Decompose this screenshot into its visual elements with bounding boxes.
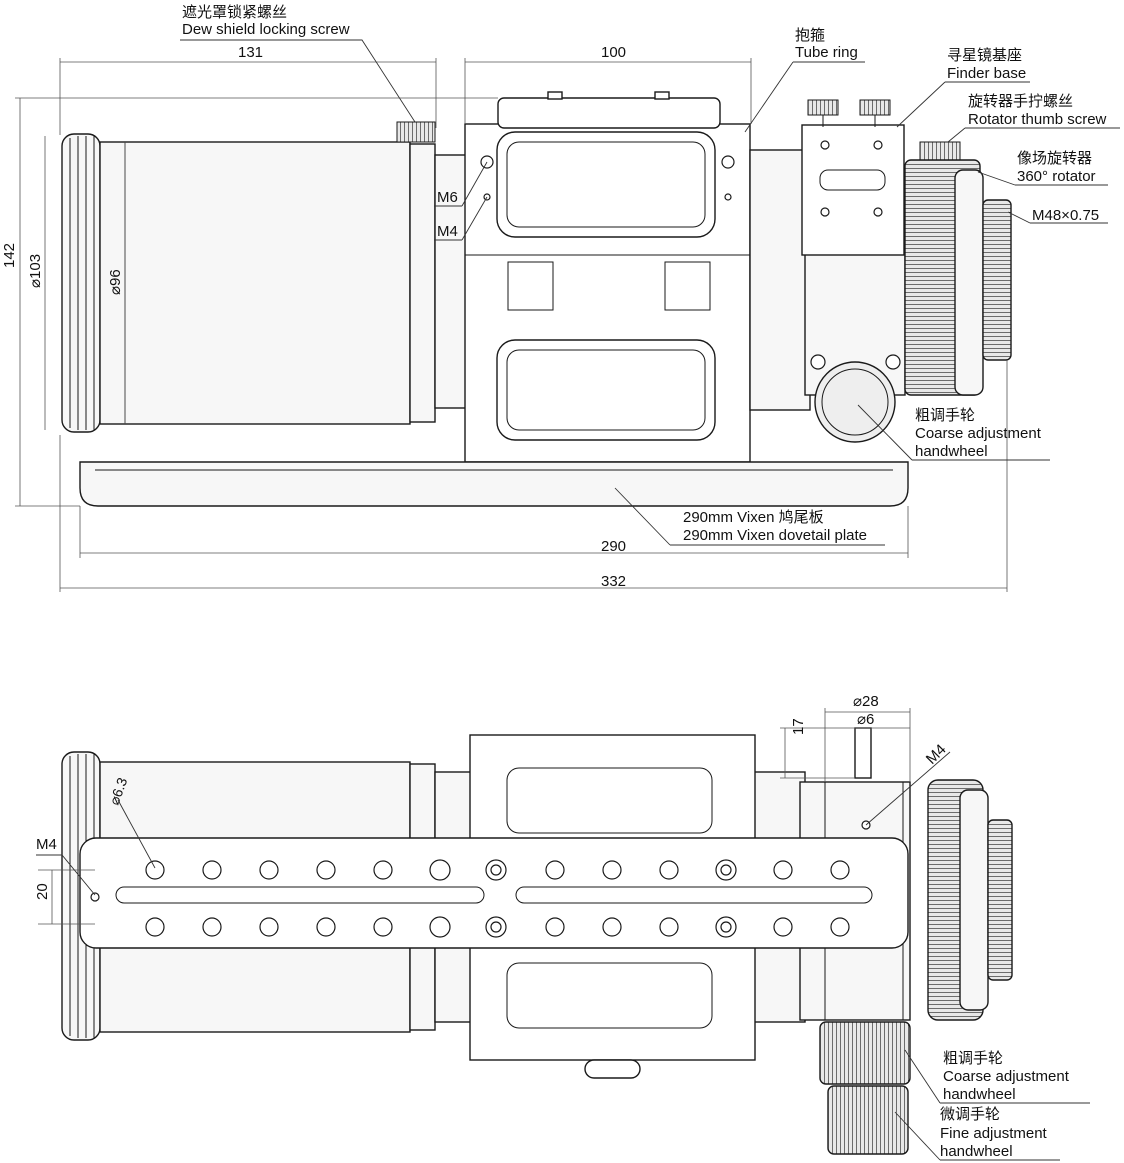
- m48-thread: [982, 199, 1012, 361]
- side-view: [15, 39, 1120, 592]
- dovetail-plate: [79, 461, 909, 507]
- mounting-hole: [373, 860, 393, 880]
- fine-label-cn: 微调手轮: [940, 1106, 1000, 1123]
- fine-label-en1: Fine adjustment: [940, 1125, 1048, 1142]
- mounting-hole: [429, 916, 451, 938]
- dim-131: 131: [238, 44, 263, 61]
- dovetail-plate-bottom: [79, 837, 909, 949]
- dim-17: 17: [790, 718, 807, 735]
- screw-head: [490, 864, 502, 876]
- tube-ring-label-cn: 抱箍: [795, 27, 825, 44]
- mounting-hole: [830, 917, 850, 937]
- rotator-screw-label-cn: 旋转器手拧螺丝: [968, 93, 1073, 110]
- finder-base: [801, 99, 905, 256]
- dim-dia6: ⌀6: [857, 711, 874, 728]
- labels: 遮光罩锁紧螺丝 Dew shield locking screw 抱箍 Tube…: [1, 4, 1107, 1160]
- dim-20: 20: [34, 883, 51, 900]
- dim-dia96: ⌀96: [107, 269, 124, 295]
- finder-base-label-en: Finder base: [947, 65, 1026, 82]
- m6-label: M6: [437, 189, 458, 206]
- dew-shield-screw-label-en: Dew shield locking screw: [182, 21, 350, 38]
- screw-head: [490, 921, 502, 933]
- dovetail-label-cn: 290mm Vixen 鸠尾板: [683, 508, 824, 526]
- mounting-hole: [373, 917, 393, 937]
- coarse2-label-en2: handwheel: [943, 1086, 1016, 1103]
- tube-ring: [464, 91, 751, 463]
- mounting-hole: [545, 860, 565, 880]
- tube-ring-label-en: Tube ring: [795, 44, 858, 61]
- mounting-hole: [773, 860, 793, 880]
- screw-head: [720, 921, 732, 933]
- dim-290: 290: [601, 538, 626, 555]
- coarse-handwheel-bottom: [819, 1021, 911, 1085]
- mounting-hole: [602, 860, 622, 880]
- dew-shield-screw: [396, 121, 436, 143]
- bottom-view: [36, 708, 1090, 1161]
- mounting-hole: [830, 860, 850, 880]
- m4-bottom-left-label: M4: [36, 836, 57, 853]
- mounting-hole: [202, 917, 222, 937]
- coarse-label-en2: handwheel: [915, 443, 988, 460]
- fine-label-en2: handwheel: [940, 1143, 1013, 1160]
- rotator-screw: [919, 141, 961, 161]
- dim-dia28: ⌀28: [853, 693, 879, 710]
- coarse-label-cn: 粗调手轮: [915, 407, 975, 424]
- coarse-label-en1: Coarse adjustment: [915, 425, 1042, 442]
- mounting-hole: [145, 917, 165, 937]
- dew-shield: [61, 133, 436, 433]
- focuser-body: [749, 149, 811, 411]
- mounting-hole: [316, 917, 336, 937]
- thread-label: M48×0.75: [1032, 207, 1099, 224]
- dew-shield-screw-label-cn: 遮光罩锁紧螺丝: [182, 4, 287, 21]
- mounting-hole: [316, 860, 336, 880]
- mounting-hole: [602, 917, 622, 937]
- mounting-hole: [773, 917, 793, 937]
- fine-handwheel: [827, 1085, 909, 1155]
- mounting-hole: [659, 917, 679, 937]
- mounting-hole: [545, 917, 565, 937]
- mounting-hole: [259, 860, 279, 880]
- dim-100: 100: [601, 44, 626, 61]
- coarse2-label-en1: Coarse adjustment: [943, 1068, 1070, 1085]
- rotator-screw-label-en: Rotator thumb screw: [968, 111, 1107, 128]
- mounting-hole: [259, 917, 279, 937]
- dovetail-label-en: 290mm Vixen dovetail plate: [683, 527, 867, 544]
- mounting-hole: [202, 860, 222, 880]
- m4-bottom-top-label: M4: [923, 741, 950, 768]
- mounting-hole: [145, 860, 165, 880]
- rotator-label-en: 360° rotator: [1017, 168, 1096, 185]
- dim-dia103: ⌀103: [27, 254, 44, 288]
- rotator-label-cn: 像场旋转器: [1017, 150, 1092, 167]
- mounting-hole: [429, 859, 451, 881]
- finder-base-label-cn: 寻星镜基座: [947, 46, 1022, 64]
- dim-142: 142: [1, 243, 18, 268]
- mounting-hole: [659, 860, 679, 880]
- dim-332: 332: [601, 573, 626, 590]
- m4-label: M4: [437, 223, 458, 240]
- coarse2-label-cn: 粗调手轮: [943, 1050, 1003, 1067]
- screw-head: [720, 864, 732, 876]
